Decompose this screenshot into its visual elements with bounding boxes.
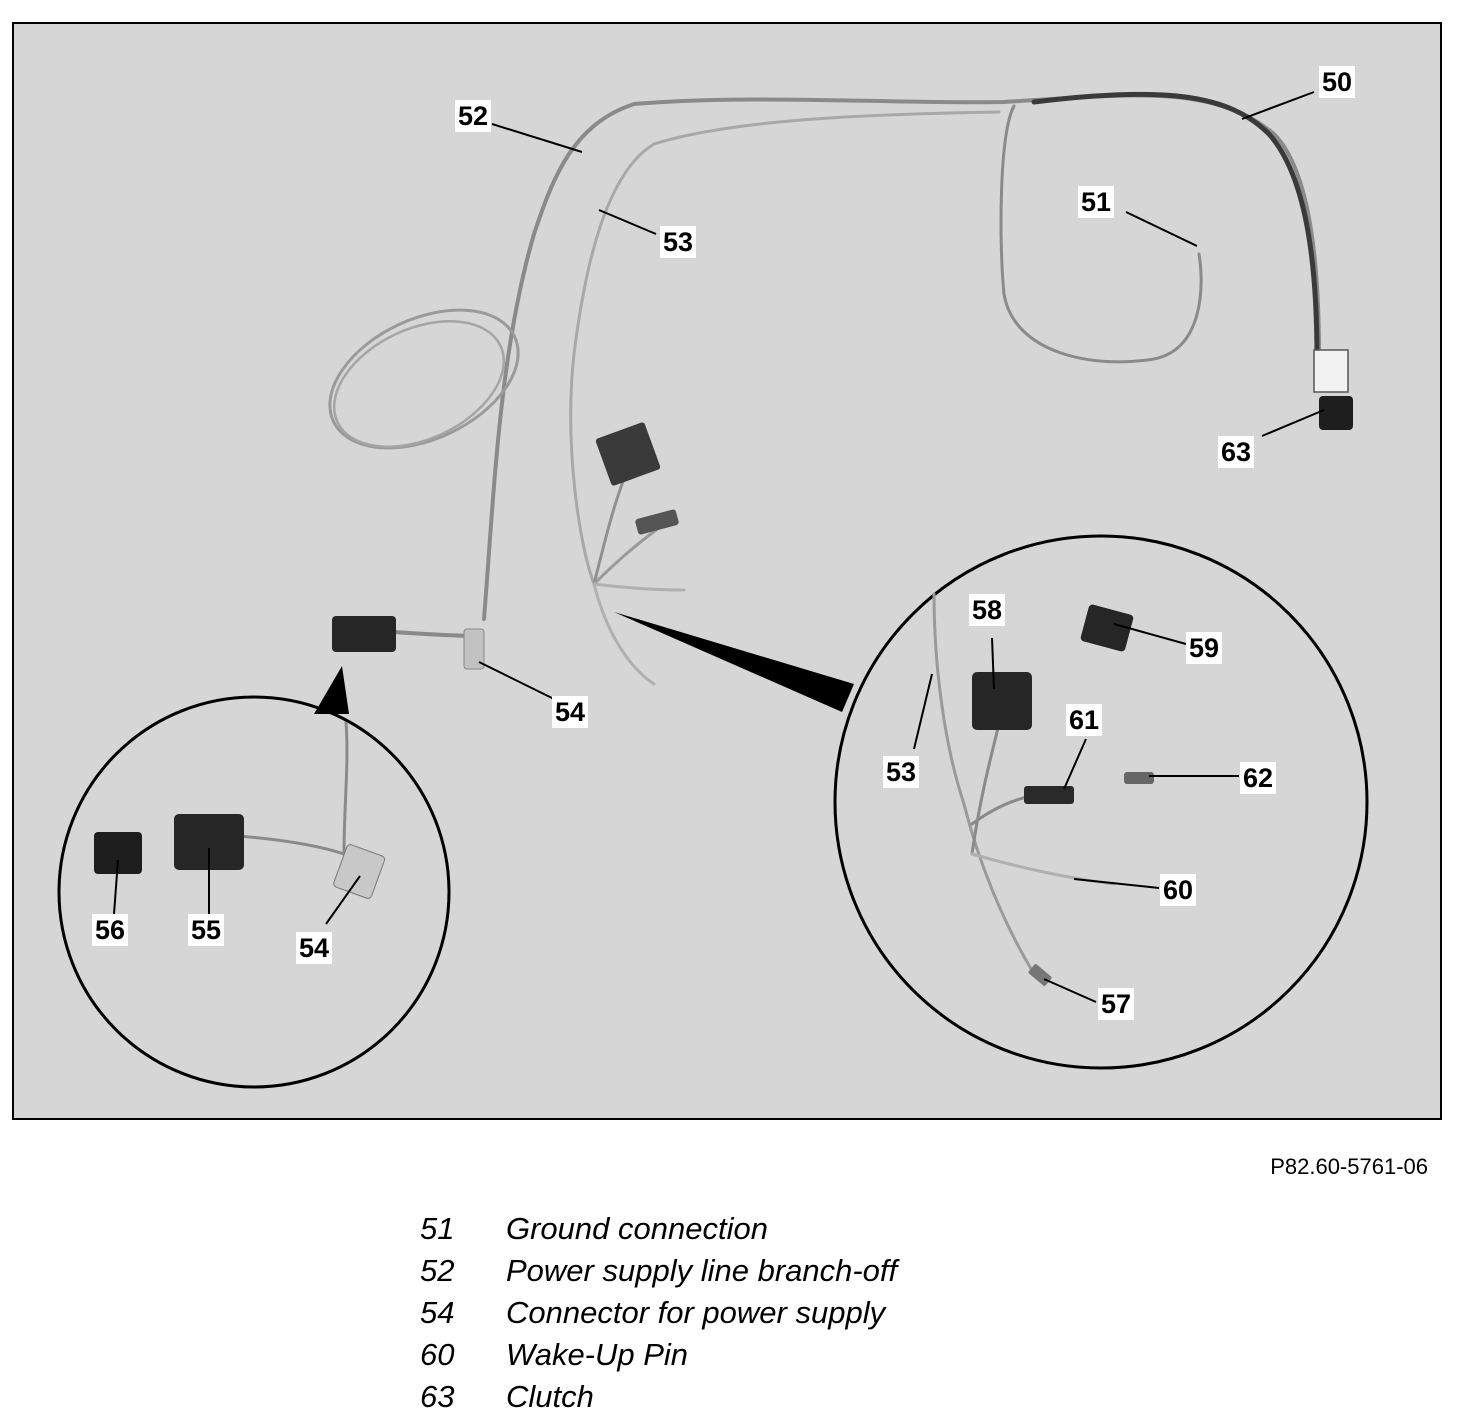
legend: 51 Ground connection 52 Power supply lin… (420, 1208, 897, 1418)
callout-52: 52 (455, 100, 492, 132)
wire-51-loop (999, 104, 1203, 364)
legend-number: 60 (420, 1337, 455, 1372)
detail-right-wire-53 (932, 592, 1036, 976)
wire-53 (569, 110, 1001, 586)
wire-50-dark (1031, 91, 1320, 362)
connector-upper (595, 422, 661, 486)
detail-right-wire-58 (970, 722, 1001, 856)
callout-53-detail: 53 (883, 756, 920, 788)
callout-61: 61 (1066, 704, 1103, 736)
leader-54b (325, 875, 361, 925)
callout-63: 63 (1218, 436, 1255, 468)
connector-55 (174, 814, 244, 870)
leader-52 (491, 123, 583, 153)
connector-63 (1319, 396, 1353, 430)
legend-text: Power supply line branch-off (506, 1253, 898, 1288)
connector-59 (1080, 604, 1134, 652)
legend-item: 51 Ground connection (420, 1208, 897, 1250)
connector-61 (1024, 786, 1074, 804)
connector-63-white (1313, 349, 1349, 393)
connector-small (635, 509, 679, 535)
callout-54-detail: 54 (296, 932, 333, 964)
wire-branch-d (592, 582, 656, 686)
leader-58 (991, 637, 995, 690)
leader-56 (113, 859, 119, 915)
legend-item: 63 Clutch (420, 1376, 897, 1418)
leader-51 (1125, 211, 1198, 247)
detail-circle-left (57, 695, 451, 1089)
legend-text: Wake-Up Pin (506, 1337, 689, 1372)
callout-58: 58 (969, 594, 1006, 626)
figure-reference-id: P82.60-5761-06 (1270, 1154, 1428, 1179)
wire-branch-c (592, 582, 686, 592)
legend-item: 52 Power supply line branch-off (420, 1250, 897, 1292)
leader-59 (1113, 623, 1187, 645)
connector-main (332, 616, 396, 652)
leader-53b (913, 673, 933, 750)
detail-left-wire (238, 721, 349, 856)
leader-61 (1063, 738, 1087, 790)
legend-text: Ground connection (506, 1211, 768, 1246)
leader-54 (478, 661, 555, 700)
wire-coil-1 (328, 308, 520, 450)
detail-right-wire-60 (970, 852, 1116, 886)
wire-branch-a (592, 477, 626, 586)
callout-60: 60 (1160, 874, 1197, 906)
detail-circle-right (833, 534, 1369, 1070)
leader-57 (1043, 978, 1097, 1003)
callout-55: 55 (188, 914, 225, 946)
leader-60 (1073, 878, 1160, 889)
legend-number: 51 (420, 1211, 455, 1246)
legend-text: Clutch (506, 1379, 594, 1414)
harness-drawing (57, 91, 1369, 1089)
legend-item: 54 Connector for power supply (420, 1292, 897, 1334)
connector-62 (1124, 772, 1154, 784)
connector-58 (972, 672, 1032, 730)
callout-62: 62 (1240, 762, 1277, 794)
legend-number: 52 (420, 1253, 455, 1288)
legend-text: Connector for power supply (506, 1295, 886, 1330)
pointer-right (614, 612, 854, 712)
callout-59: 59 (1186, 632, 1223, 664)
legend-item: 60 Wake-Up Pin (420, 1334, 897, 1376)
callout-54: 54 (552, 696, 589, 728)
callout-53: 53 (660, 226, 697, 258)
callout-50: 50 (1319, 66, 1356, 98)
legend-number: 63 (420, 1379, 455, 1414)
connector-56 (94, 832, 142, 874)
sleeve-54 (463, 628, 485, 670)
callout-56: 56 (92, 914, 129, 946)
legend-number: 54 (420, 1295, 455, 1330)
leader-53 (598, 209, 657, 235)
wire-branch-b (592, 522, 666, 586)
wire-52-main (482, 93, 1321, 621)
callout-51: 51 (1078, 186, 1115, 218)
leader-50 (1241, 91, 1315, 120)
callout-57: 57 (1098, 988, 1135, 1020)
leader-63 (1261, 409, 1325, 437)
wire-coil-2 (332, 320, 506, 448)
connector-54-detail (333, 844, 386, 899)
wiring-harness-figure: 50 51 52 53 54 63 56 55 54 53 58 59 61 6… (12, 22, 1442, 1120)
pointer-left (314, 666, 349, 714)
